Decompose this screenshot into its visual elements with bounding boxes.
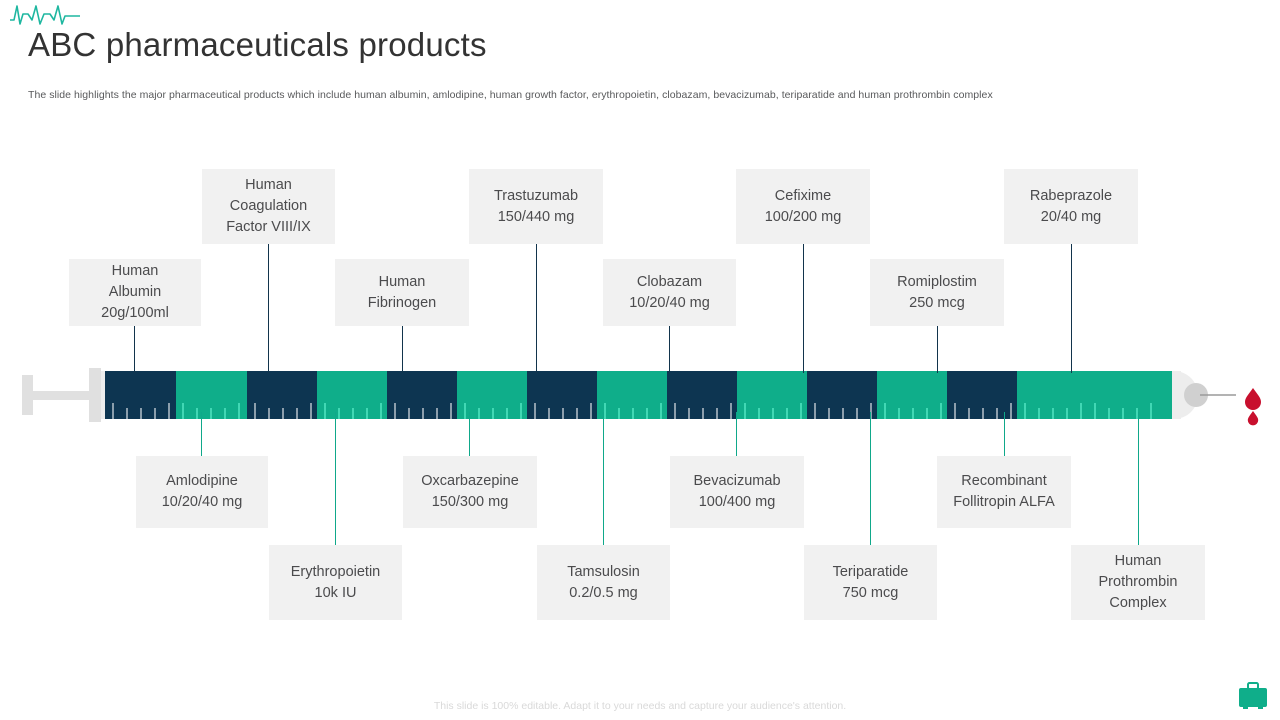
product-label-cefixime[interactable]: Cefixime 100/200 mg: [736, 169, 870, 244]
connector-top-3: [402, 325, 403, 373]
editable-note: This slide is 100% editable. Adapt it to…: [433, 700, 847, 712]
syringe-needle-icon: [1184, 383, 1236, 407]
medical-case-icon: [1239, 682, 1267, 709]
label-text: Clobazam 10/20/40 mg: [629, 273, 710, 311]
label-text: Human Coagulation Factor VIII/IX: [226, 177, 311, 235]
product-label-amlodipine[interactable]: Amlodipine 10/20/40 mg: [136, 456, 268, 528]
label-text: Teriparatide 750 mcg: [832, 563, 909, 601]
label-text: Trastuzumab 150/440 mg: [493, 187, 579, 225]
product-label-trastuzumab[interactable]: Trastuzumab 150/440 mg: [469, 169, 603, 244]
syringe-plunger-icon: [22, 368, 101, 422]
label-text: Rabeprazole 20/40 mg: [1029, 187, 1113, 225]
connector-top-4: [536, 243, 537, 373]
label-text: Human Albumin 20g/100ml: [101, 263, 169, 321]
product-label-clobazam[interactable]: Clobazam 10/20/40 mg: [603, 259, 736, 326]
product-label-recombinant-follitropin[interactable]: Recombinant Follitropin ALFA: [937, 456, 1071, 528]
product-label-rabeprazole[interactable]: Rabeprazole 20/40 mg: [1004, 169, 1138, 244]
label-text: Oxcarbazepine 150/300 mg: [421, 473, 519, 510]
product-label-human-coagulation-factor[interactable]: Human Coagulation Factor VIII/IX: [202, 169, 335, 244]
product-label-human-prothrombin-complex[interactable]: Human Prothrombin Complex: [1071, 545, 1205, 620]
product-label-human-albumin[interactable]: Human Albumin 20g/100ml: [69, 259, 201, 326]
connector-bottom-5: [736, 412, 737, 456]
connector-top-5: [669, 325, 670, 373]
connector-top-6: [803, 243, 804, 373]
connector-top-2: [268, 243, 269, 373]
connector-bottom-1: [201, 412, 202, 456]
label-text: Recombinant Follitropin ALFA: [953, 473, 1055, 510]
connector-bottom-2: [335, 412, 336, 545]
product-label-tamsulosin[interactable]: Tamsulosin 0.2/0.5 mg: [537, 545, 670, 620]
connector-bottom-8: [1138, 412, 1139, 545]
label-text: Human Prothrombin Complex: [1098, 553, 1178, 611]
connector-top-8: [1071, 243, 1072, 373]
label-text: Tamsulosin 0.2/0.5 mg: [567, 563, 640, 601]
connector-bottom-3: [469, 412, 470, 456]
product-label-human-fibrinogen[interactable]: Human Fibrinogen: [335, 259, 469, 326]
heartbeat-ecg-icon: [10, 5, 80, 25]
connector-bottom-6: [870, 412, 871, 545]
page-title: ABC pharmaceuticals products: [28, 26, 487, 63]
product-label-teriparatide[interactable]: Teriparatide 750 mcg: [804, 545, 937, 620]
label-text: Romiplostim 250 mcg: [897, 273, 977, 311]
connector-top-7: [937, 325, 938, 373]
syringe-barrel-segments: [105, 371, 1172, 419]
page-subtitle: The slide highlights the major pharmaceu…: [28, 89, 993, 101]
label-text: Amlodipine 10/20/40 mg: [161, 473, 243, 510]
connector-bottom-7: [1004, 412, 1005, 456]
product-label-bevacizumab[interactable]: Bevacizumab 100/400 mg: [670, 456, 804, 528]
product-label-romiplostim[interactable]: Romiplostim 250 mcg: [870, 259, 1004, 326]
connector-bottom-4: [603, 412, 604, 545]
label-text: Human Fibrinogen: [367, 273, 437, 311]
label-text: Bevacizumab 100/400 mg: [693, 473, 781, 510]
label-text: Erythropoietin 10k IU: [290, 563, 381, 601]
syringe-timeline-graphic: [22, 368, 1261, 426]
product-label-oxcarbazepine[interactable]: Oxcarbazepine 150/300 mg: [403, 456, 537, 528]
product-label-erythropoietin[interactable]: Erythropoietin 10k IU: [269, 545, 402, 620]
syringe-graduation-ticks: [112, 403, 1152, 419]
label-text: Cefixime 100/200 mg: [764, 187, 842, 225]
connector-top-1: [134, 325, 135, 373]
blood-drop-icon: [1245, 388, 1261, 426]
